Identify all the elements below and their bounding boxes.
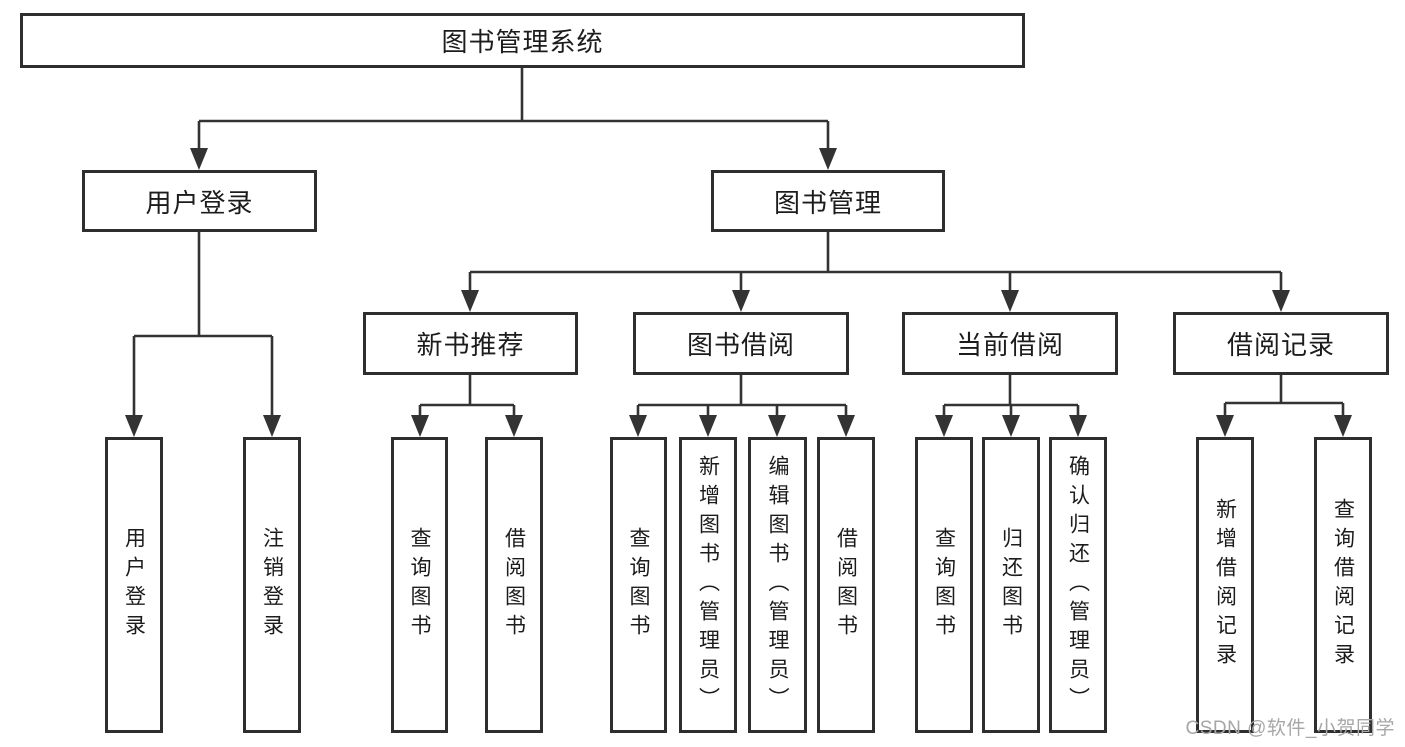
- node-current-borrowing: 当前借阅: [902, 312, 1118, 375]
- leaf-query-books-current-label: 查询图书: [932, 527, 956, 643]
- leaf-edit-books-admin-label: 编辑图书（管理员）: [766, 454, 789, 716]
- node-new-book-recommend: 新书推荐: [363, 312, 578, 375]
- leaf-borrow-books-borrowing-label: 借阅图书: [834, 527, 858, 643]
- leaf-add-books-admin-label: 新增图书（管理员）: [696, 454, 720, 716]
- node-book-management: 图书管理: [711, 170, 945, 232]
- leaf-borrow-books-borrowing: 借阅图书: [817, 437, 875, 733]
- leaf-confirm-return-admin-label: 确认归还（管理员）: [1066, 454, 1090, 716]
- leaf-add-books-admin: 新增图书（管理员）: [679, 437, 737, 733]
- leaf-borrow-books-recommend-label: 借阅图书: [502, 527, 526, 643]
- leaf-query-books-borrowing: 查询图书: [610, 437, 667, 733]
- node-book-borrowing: 图书借阅: [633, 312, 849, 375]
- node-library-management-system: 图书管理系统: [20, 13, 1025, 68]
- leaf-edit-books-admin: 编辑图书（管理员）: [748, 437, 807, 733]
- leaf-confirm-return-admin: 确认归还（管理员）: [1049, 437, 1107, 733]
- node-user-login: 用户登录: [82, 170, 317, 232]
- leaf-query-borrow-record: 查询借阅记录: [1314, 437, 1372, 733]
- leaf-logout-label: 注销登录: [260, 527, 284, 643]
- leaf-add-borrow-record: 新增借阅记录: [1196, 437, 1254, 733]
- csdn-watermark: CSDN @软件_小贺同学: [1185, 718, 1395, 739]
- leaf-query-books-recommend: 查询图书: [391, 437, 448, 733]
- leaf-return-books: 归还图书: [982, 437, 1040, 733]
- leaf-return-books-label: 归还图书: [999, 527, 1023, 643]
- leaf-borrow-books-recommend: 借阅图书: [485, 437, 543, 733]
- node-borrowing-records: 借阅记录: [1173, 312, 1389, 375]
- leaf-query-books-borrowing-label: 查询图书: [627, 527, 650, 643]
- leaf-query-books-current: 查询图书: [915, 437, 973, 733]
- leaf-query-books-recommend-label: 查询图书: [408, 527, 431, 643]
- leaf-logout: 注销登录: [243, 437, 301, 733]
- leaf-user-login: 用户登录: [105, 437, 163, 733]
- leaf-user-login-label: 用户登录: [122, 527, 146, 643]
- leaf-add-borrow-record-label: 新增借阅记录: [1213, 498, 1237, 672]
- leaf-query-borrow-record-label: 查询借阅记录: [1331, 498, 1355, 672]
- arrowheads: [125, 148, 1352, 437]
